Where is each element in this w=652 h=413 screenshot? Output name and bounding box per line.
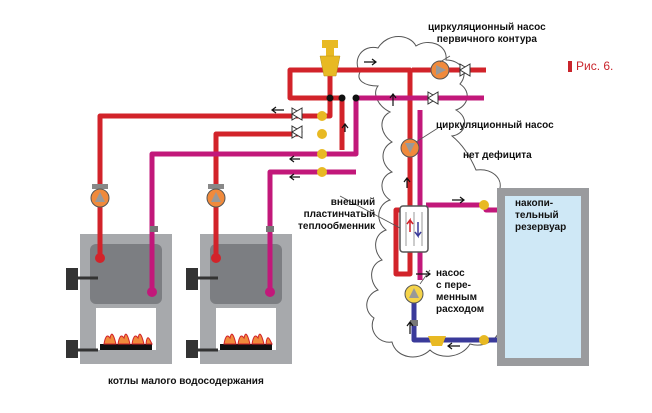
boiler-2-return-port <box>265 287 275 297</box>
flow-arrows <box>271 58 465 350</box>
variable-pump-label: насос с пере- менным расходом <box>436 268 485 315</box>
heat-exchanger <box>399 205 429 253</box>
junction-dot <box>352 94 360 102</box>
sensor-icon <box>150 226 158 232</box>
valve-icon <box>317 111 489 346</box>
storage-tank-water <box>505 196 581 358</box>
figure-label-text: Рис. 6. <box>576 59 614 73</box>
heat-exchanger-label: внешний пластинчатый теплообменник <box>298 197 376 232</box>
pump-icon <box>206 184 226 208</box>
variable-pump-icon <box>404 284 424 304</box>
sensor-icon <box>410 320 418 326</box>
circulation-pump-label: циркуляционный насос <box>436 120 554 131</box>
primary-pump-label: циркуляционный насос первичного контура <box>428 22 546 45</box>
figure-marker <box>568 60 572 72</box>
boiler-1-return-port <box>147 287 157 297</box>
sensor-icon <box>266 226 274 232</box>
burner-flames-2 <box>223 333 273 345</box>
circulation-pump-icon <box>400 138 420 158</box>
storage-tank-label: накопи- тельный резервуар <box>515 198 567 233</box>
boilers-caption: котлы малого водосодержания <box>108 376 264 387</box>
boiler-1-supply-port <box>95 253 105 263</box>
boiler-2-supply-port <box>211 253 221 263</box>
burner-flames-1 <box>103 333 153 345</box>
tank-return-pipes <box>411 300 497 343</box>
junction-dot <box>326 94 334 102</box>
relief-valve-icon <box>319 40 341 77</box>
check-valve-icon <box>291 63 471 139</box>
no-deficit-label: нет дефицита <box>463 150 532 161</box>
leader-lines <box>339 55 451 285</box>
pump-icon <box>90 184 110 208</box>
junction-dot <box>338 94 346 102</box>
primary-pump-icon <box>430 60 450 80</box>
figure-label: Рис. 6. <box>568 59 613 73</box>
